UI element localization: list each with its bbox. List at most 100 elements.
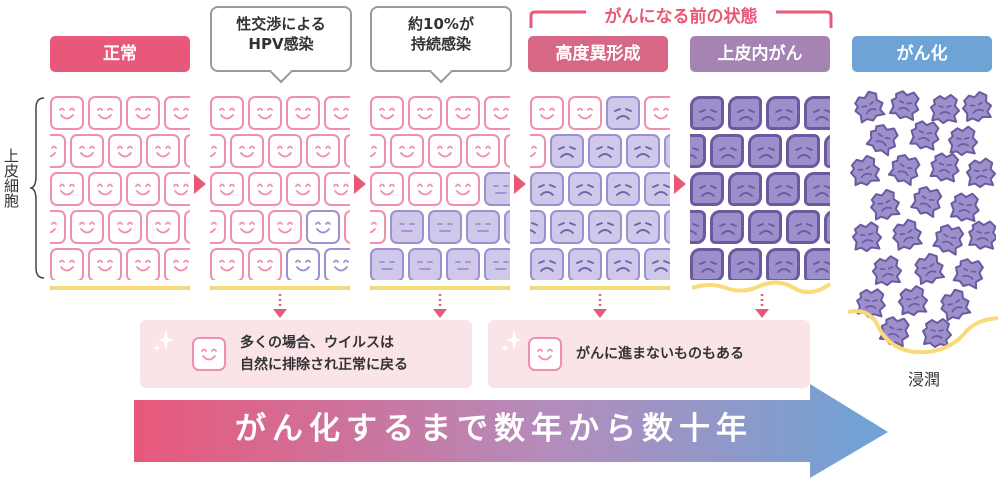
cell-face-icon [417,183,433,196]
epithelial-cell [164,96,190,130]
cell-face-icon [634,146,652,158]
epithelial-cell [230,134,264,168]
epithelial-cell [446,96,480,130]
epithelial-cell [664,210,670,244]
cancer-cell [865,124,899,158]
cell-face-icon [295,107,311,120]
cell-face-icon [97,183,113,196]
epithelial-cell [88,96,122,130]
cancer-cell-icon [961,90,993,123]
epithelial-cell [210,210,226,244]
cancer-cell [961,90,993,126]
cell-face-icon [455,261,471,270]
epithelial-cell [268,210,302,244]
epithelial-cell [568,172,602,206]
cancer-cell-icon [940,288,972,322]
cancer-cell [940,288,972,324]
note-line: 多くの場合、ウイルスは [240,335,394,351]
epithelial-cell [644,96,670,130]
epithelial-cell [484,96,510,130]
cancer-cell [914,252,946,288]
cell-face-icon [530,145,537,158]
basement-membrane [210,286,350,290]
cancer-cell-icon [870,188,901,221]
cancer-cell [910,186,943,220]
epithelial-cell [530,172,564,206]
cell-face-icon [346,136,350,166]
epithelial-cell [344,210,350,244]
cell-face-icon [699,185,717,197]
cell-face-icon [652,260,670,272]
epithelial-cell [184,210,190,244]
epithelial-cell [530,134,546,168]
cell-face-icon [59,107,75,120]
cell-face-icon [614,108,632,120]
basement-membrane-wavy [691,280,832,294]
cell-panel-cancer [850,90,996,360]
epithelial-cell [644,248,670,280]
cell-face-icon [59,259,75,272]
hpv-infection-bubble: 性交渉による HPV感染 [210,6,352,84]
note-not-progressing: がんに進まないものもある [488,320,810,388]
cancer-cell [929,152,960,186]
cancer-cell-icon [887,154,921,187]
epithelial-cell [50,172,84,206]
cancer-cell-icon [909,120,940,151]
epithelial-cell [146,134,180,168]
epithelial-cell [286,96,320,130]
cell-panel-carcinoma-in-situ [690,96,830,280]
cell-face-icon [690,147,699,159]
epithelial-cell [146,210,180,244]
epithelial-cell [324,96,350,130]
cancer-cell [909,120,940,154]
cell-face-icon [295,259,311,272]
cell-face-icon [530,222,538,234]
bracket-label: がんになる前の状態 [604,7,758,27]
epithelial-cell [306,210,340,244]
cancer-cell [929,93,961,128]
epithelial-cell [408,248,442,280]
cell-face-icon [455,183,471,196]
epithelial-cell [466,134,500,168]
epithelial-cell [210,134,226,168]
precancer-bracket [529,10,833,28]
epithelial-cell [286,248,320,280]
epithelial-cell [408,172,442,206]
epithelial-cell [766,96,800,130]
epithelial-cell [766,248,800,280]
cell-face-icon [379,107,395,120]
cancer-cell-icon [965,157,996,189]
cell-face-icon [539,107,555,120]
epithelial-cell [644,172,670,206]
epithelial-cell [70,134,104,168]
epithelial-cell [568,96,602,130]
cell-face-icon [315,221,331,234]
epithelial-cell [626,210,660,244]
epithelial-cell [370,248,404,280]
cell-face-icon [614,260,632,272]
stage-label-normal: 正常 [50,36,190,72]
cancer-cell-icon [897,285,929,317]
cancer-cell-icon [952,258,984,290]
note-line: がんに進まないものもある [576,346,744,362]
epithelial-cell [606,248,640,280]
dotted-down-arrow-icon [433,294,447,318]
cancer-cell-icon [871,255,903,287]
basement-membrane-invaded [847,309,999,355]
cancer-cell-icon [910,186,943,218]
cancer-cell [949,192,980,226]
epithelial-cell [370,172,404,206]
cell-face-icon [737,109,755,121]
epithelial-cell [370,210,386,244]
dotted-down-arrow-icon [273,294,287,318]
cancer-cell-icon [865,124,899,157]
cell-panel-persistent-infection [370,96,510,280]
cell-face-icon [493,261,509,270]
progression-arrow [134,384,888,478]
cell-face-icon [576,260,594,272]
epithelial-cell [164,248,190,280]
epithelial-cell [126,96,160,130]
cell-face-icon [493,107,509,120]
bubble-line: 約10%が [408,15,474,33]
cell-face-icon [506,212,510,242]
